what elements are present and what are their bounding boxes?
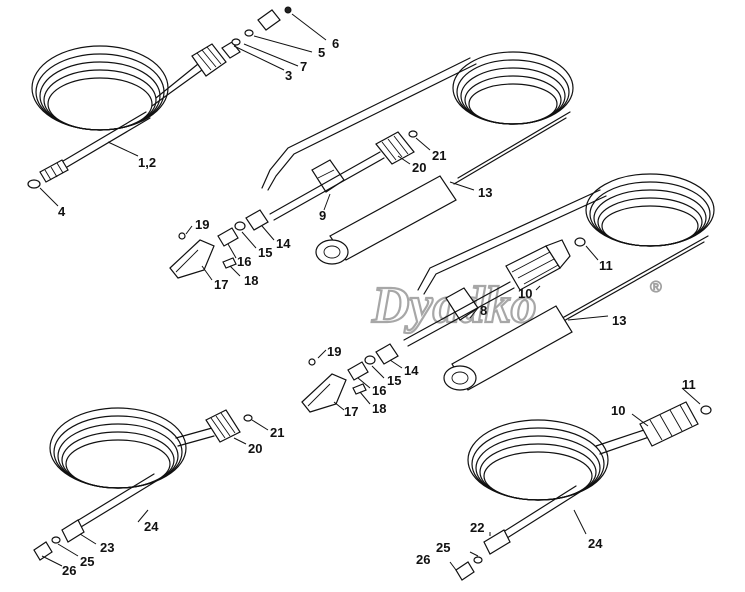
label-18-lower: 18 — [372, 401, 386, 416]
label-16-upper: 16 — [237, 254, 251, 269]
watermark-registered-mark: ® — [650, 279, 662, 296]
label-19-upper: 19 — [195, 217, 209, 232]
label-13-upper: 13 — [478, 185, 492, 200]
spray-lance-8 — [403, 173, 715, 391]
label-10-hose: 10 — [611, 403, 625, 418]
o-ring-4 — [27, 179, 41, 189]
hose-coil-24-left — [33, 407, 241, 561]
label-25-right: 25 — [436, 540, 450, 555]
label-17-upper: 17 — [214, 277, 228, 292]
label-20-hose: 20 — [248, 441, 262, 456]
label-11-lance: 11 — [599, 258, 613, 273]
label-3: 3 — [285, 68, 292, 83]
label-24-right: 24 — [588, 536, 603, 551]
label-7: 7 — [300, 59, 307, 74]
hose-coil-1-2 — [31, 41, 241, 183]
label-23: 23 — [100, 540, 114, 555]
o-ring-21b — [243, 414, 253, 422]
spray-lance-13 — [261, 51, 574, 265]
o-ring-5 — [244, 29, 254, 37]
label-24-left: 24 — [144, 519, 159, 534]
label-26-left: 26 — [62, 563, 76, 578]
label-4: 4 — [58, 204, 66, 219]
part-labels: 1,2 3 4 5 6 7 8 9 10 10 11 11 13 13 14 1… — [58, 36, 696, 578]
label-15-upper: 15 — [258, 245, 272, 260]
label-5: 5 — [318, 45, 325, 60]
label-9: 9 — [319, 208, 326, 223]
label-20-lance: 20 — [412, 160, 426, 175]
label-18-upper: 18 — [244, 273, 258, 288]
o-ring-3 — [231, 38, 241, 46]
label-10-lance: 10 — [518, 286, 532, 301]
label-1-2: 1,2 — [138, 155, 156, 170]
label-8: 8 — [480, 303, 487, 318]
label-14-lower: 14 — [404, 363, 419, 378]
o-ring-11a — [574, 237, 586, 247]
o-ring-21a — [408, 130, 418, 138]
label-14-upper: 14 — [276, 236, 291, 251]
nozzle-group-upper — [169, 209, 269, 279]
label-21-hose: 21 — [270, 425, 284, 440]
label-22: 22 — [470, 520, 484, 535]
leader-lines — [39, 13, 701, 571]
o-ring-11b — [700, 405, 712, 415]
label-13-lower: 13 — [612, 313, 626, 328]
label-11-hose: 11 — [682, 377, 696, 392]
label-6: 6 — [332, 36, 339, 51]
label-26-right: 26 — [416, 552, 430, 567]
label-21-lance: 21 — [432, 148, 446, 163]
label-19-lower: 19 — [327, 344, 341, 359]
label-17-lower: 17 — [344, 404, 358, 419]
hose-coil-24-right — [455, 401, 699, 581]
label-15-lower: 15 — [387, 373, 401, 388]
nozzle-tip-6 — [257, 6, 292, 31]
label-16-lower: 16 — [372, 383, 386, 398]
label-25-left: 25 — [80, 554, 94, 569]
